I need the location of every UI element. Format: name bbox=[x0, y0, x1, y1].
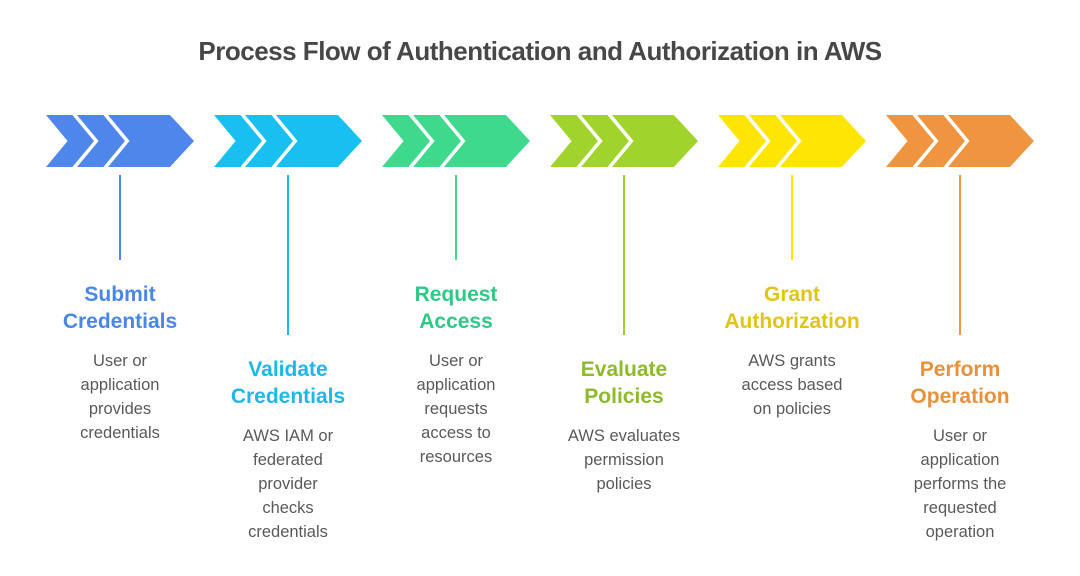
step-column-submit-credentials: Submit Credentials User or application p… bbox=[46, 115, 194, 445]
step-description: User or application provides credentials bbox=[80, 352, 160, 442]
chevron-arrow-group bbox=[550, 115, 698, 167]
step-title: Validate Credentials bbox=[230, 358, 346, 408]
step-column-validate-credentials: Validate Credentials AWS IAM or federate… bbox=[214, 115, 362, 544]
chevron-arrow-group bbox=[214, 115, 362, 167]
connector-line bbox=[959, 175, 961, 335]
step-description: User or application performs the request… bbox=[913, 427, 1007, 541]
step-description: AWS grants access based on policies bbox=[741, 352, 843, 418]
chevron-arrow-group bbox=[718, 115, 866, 167]
step-column-request-access: Request Access User or application reque… bbox=[382, 115, 530, 469]
step-column-evaluate-policies: Evaluate Policies AWS evaluates permissi… bbox=[550, 115, 698, 496]
connector-line bbox=[455, 175, 457, 260]
step-description: AWS IAM or federated provider checks cre… bbox=[242, 427, 334, 541]
chevron-arrow-group bbox=[886, 115, 1034, 167]
page-title: Process Flow of Authentication and Autho… bbox=[198, 36, 882, 66]
step-title: Request Access bbox=[414, 283, 498, 333]
connector-line bbox=[623, 175, 625, 335]
connector-line bbox=[791, 175, 793, 260]
step-column-grant-authorization: Grant Authorization AWS grants access ba… bbox=[718, 115, 866, 421]
connector-line bbox=[287, 175, 289, 335]
step-description: AWS evaluates permission policies bbox=[567, 427, 681, 493]
chevron-arrow-group bbox=[46, 115, 194, 167]
chevron-arrow-group bbox=[382, 115, 530, 167]
step-column-perform-operation: Perform Operation User or application pe… bbox=[886, 115, 1034, 544]
step-title: Grant Authorization bbox=[724, 283, 860, 333]
connector-line bbox=[119, 175, 121, 260]
step-title: Perform Operation bbox=[910, 358, 1010, 408]
step-title: Submit Credentials bbox=[62, 283, 178, 333]
step-title: Evaluate Policies bbox=[580, 358, 668, 408]
step-description: User or application requests access to r… bbox=[416, 352, 496, 466]
